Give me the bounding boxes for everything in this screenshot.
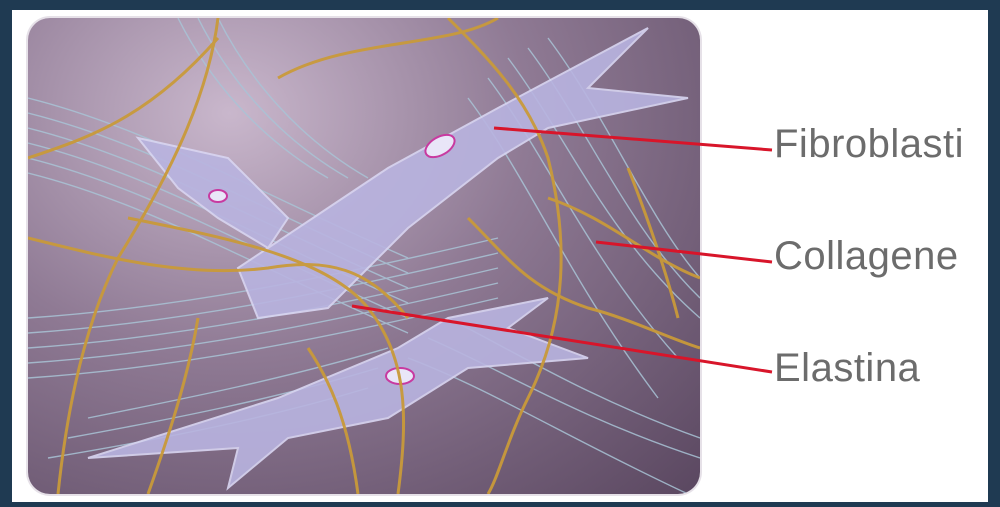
collagene-label: Collagene [774,234,959,279]
elastina-leader-line [352,306,772,372]
fibroblasti-leader-line [494,128,772,150]
collagene-leader-line [596,242,772,262]
fibroblasti-label: Fibroblasti [774,122,964,167]
elastina-label: Elastina [774,346,920,391]
